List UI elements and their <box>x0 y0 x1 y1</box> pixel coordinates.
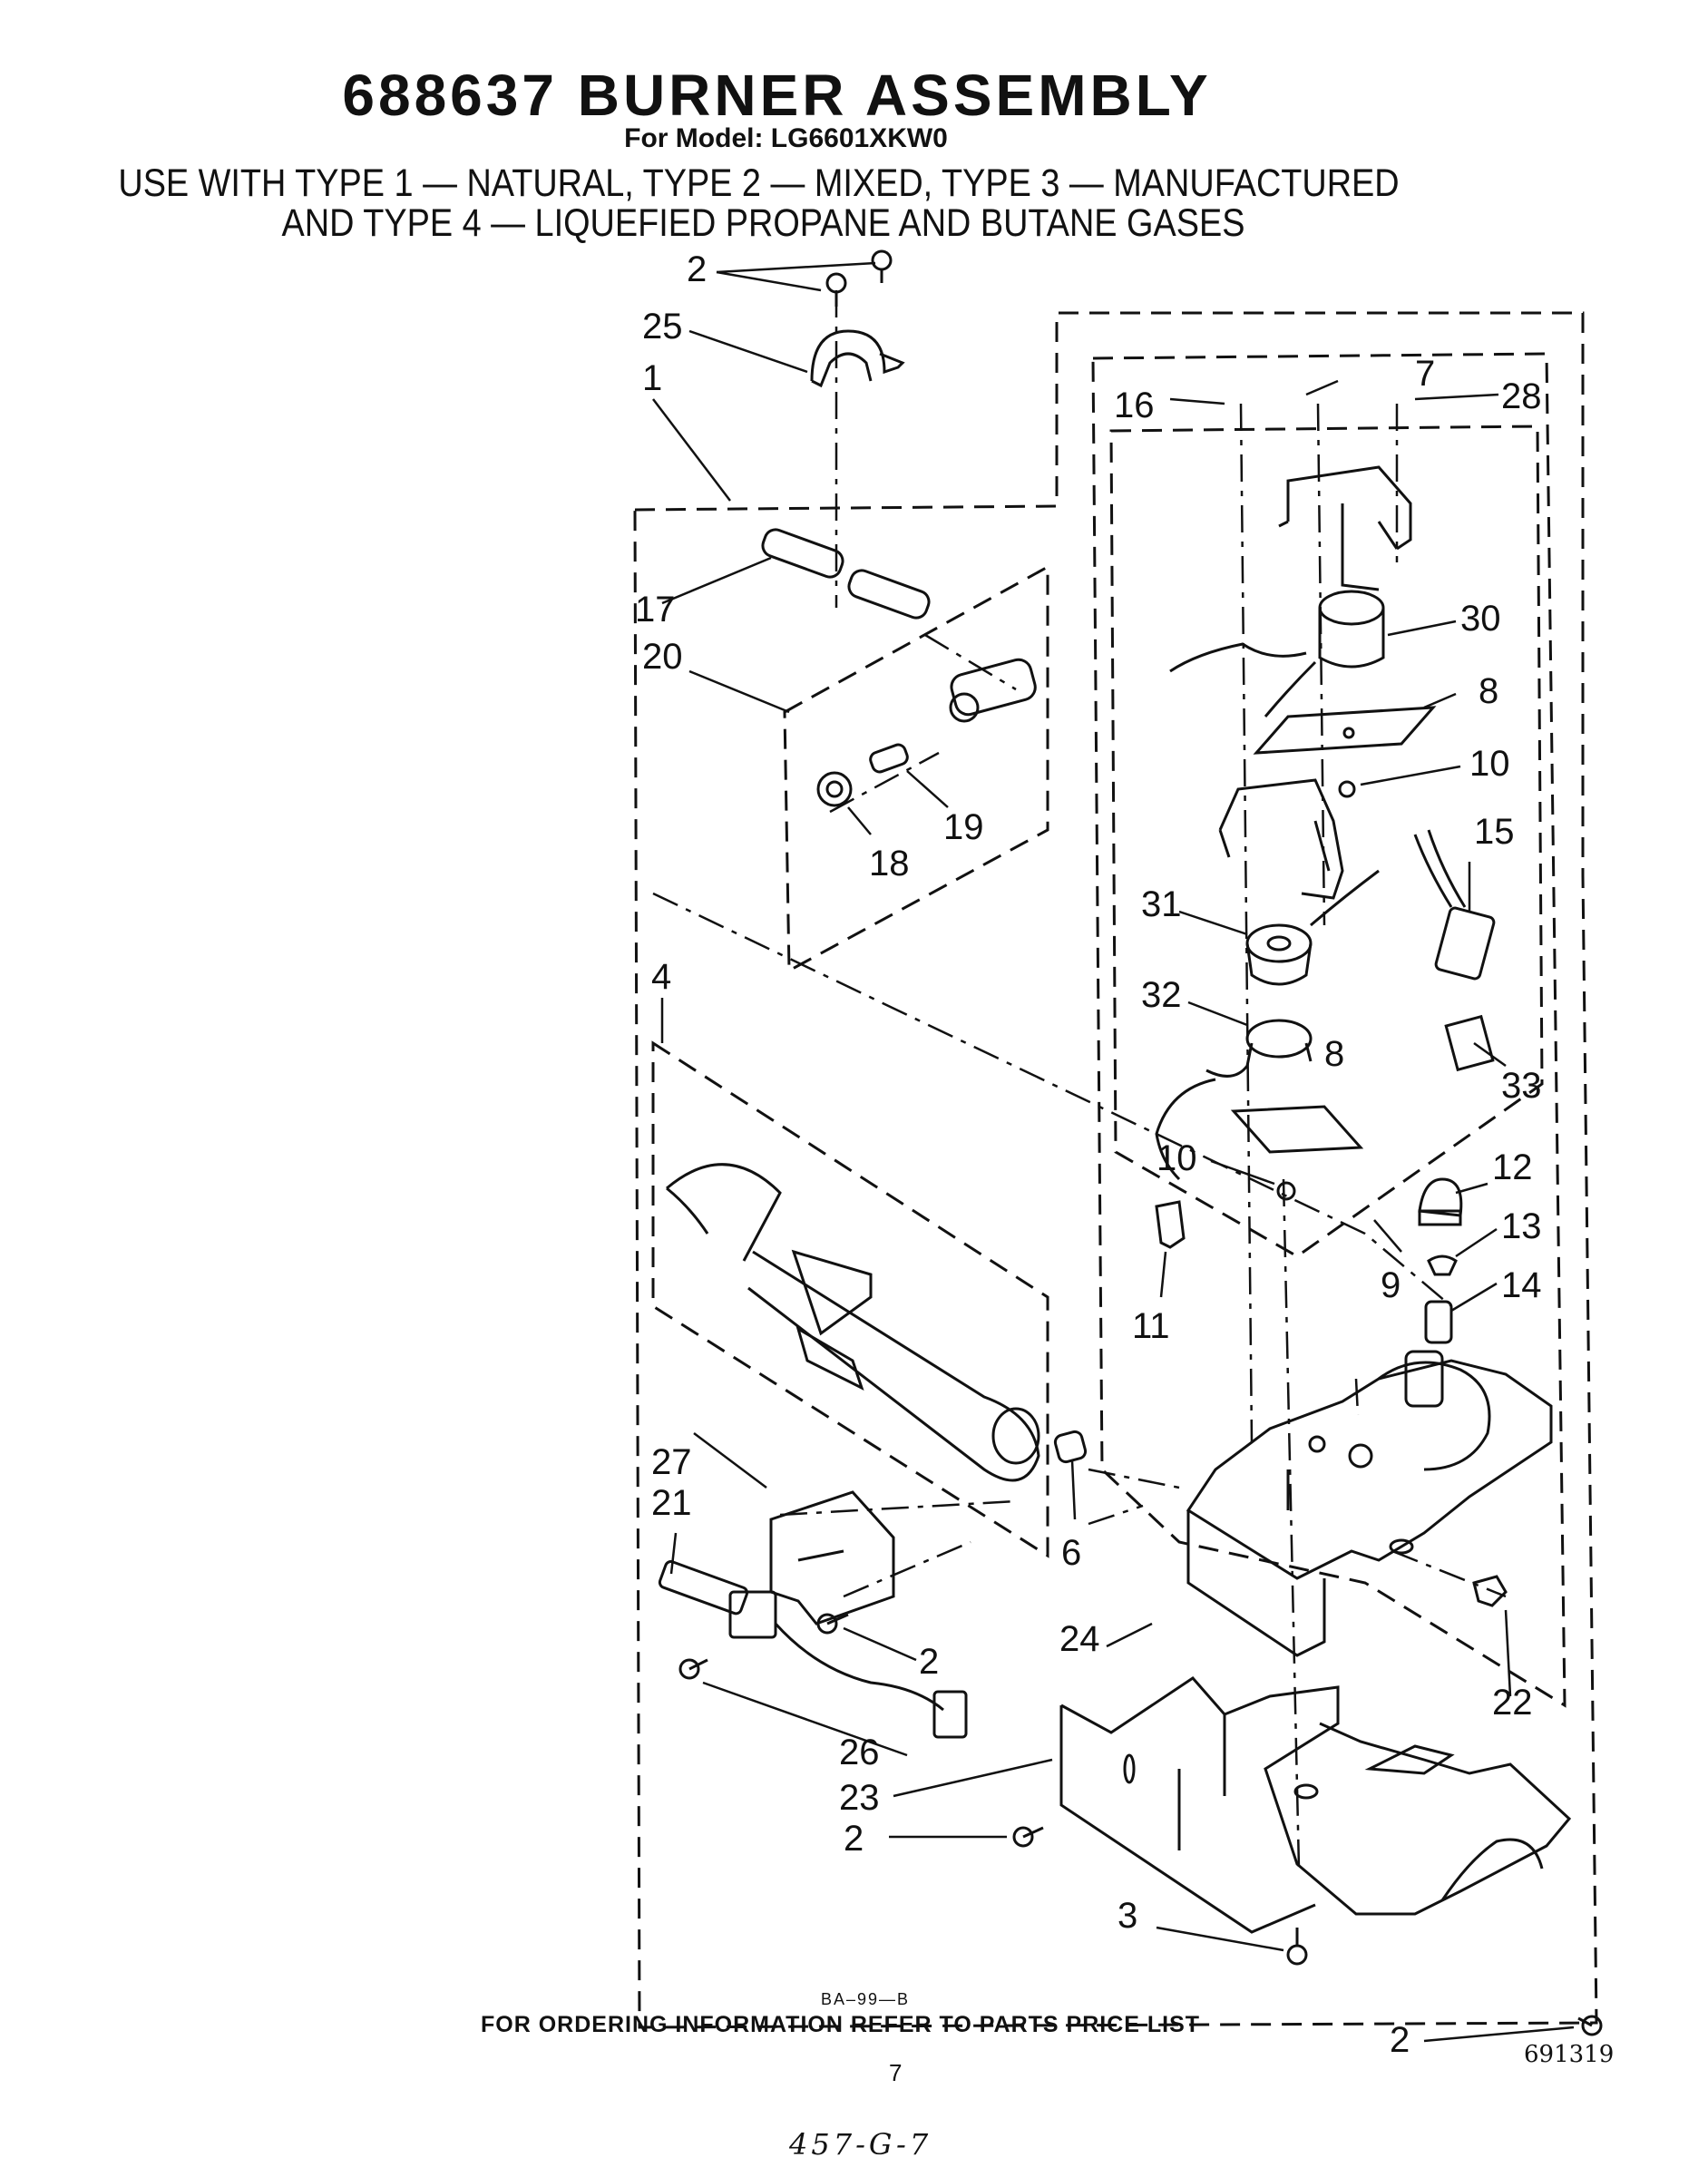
callout-17: 17 <box>635 590 676 630</box>
coil-part-30 <box>1169 590 1385 718</box>
manifold-tube-part <box>761 528 931 620</box>
gasket-part <box>1253 706 1437 755</box>
model-subtitle: For Model: LG6601XKW0 <box>624 123 948 153</box>
callout-10: 10 <box>1469 744 1510 784</box>
terminal-part-11 <box>1155 1200 1186 1249</box>
mid-bracket-part <box>1218 778 1344 900</box>
plug-part-12 <box>1418 1177 1463 1226</box>
callout-26: 26 <box>839 1733 880 1772</box>
handwritten-note: 457-G-7 <box>789 2127 932 2162</box>
callout-13: 13 <box>1501 1206 1542 1246</box>
burner-group-box <box>651 1040 1049 1558</box>
diagram-code: BA–99—B <box>821 1990 911 2008</box>
callout-27: 27 <box>651 1442 692 1482</box>
orifice-fitting-part <box>816 658 1037 807</box>
callout-31: 31 <box>1141 884 1182 924</box>
mounting-bracket-part <box>1059 1676 1572 1934</box>
spring-part-14 <box>1424 1300 1453 1344</box>
callout-9: 9 <box>1381 1265 1401 1305</box>
o-ring-part <box>1338 780 1356 798</box>
callout-18: 18 <box>869 844 910 883</box>
coil-bracket-part <box>1278 465 1412 591</box>
fitting-part-6 <box>1053 1430 1088 1464</box>
callout-2c: 2 <box>844 1819 864 1859</box>
valve-group-boundary <box>1091 352 1566 1708</box>
coil-part-32 <box>1155 1019 1313 1181</box>
connector-part-15 <box>1413 829 1496 981</box>
callout-2: 2 <box>687 249 707 289</box>
screw-parts-lower <box>678 1613 1603 2036</box>
callout-2d: 2 <box>1390 2020 1410 2060</box>
callout-22: 22 <box>1492 1683 1533 1723</box>
callout-7: 7 <box>1415 354 1435 394</box>
burner-tube-part <box>666 1163 1040 1482</box>
gas-usage-line-1: USE WITH TYPE 1 — NATURAL, TYPE 2 — MIXE… <box>118 161 1400 205</box>
callout-21: 21 <box>651 1483 692 1523</box>
callout-12: 12 <box>1492 1147 1533 1187</box>
callout-10-lower: 10 <box>1157 1138 1197 1178</box>
ordering-note: FOR ORDERING INFORMATION REFER TO PARTS … <box>481 2012 1201 2037</box>
callout-4: 4 <box>651 957 671 997</box>
callout-23: 23 <box>839 1778 880 1818</box>
screw-part-13 <box>1427 1254 1458 1276</box>
callout-labels: 2 25 1 17 20 19 18 4 16 7 28 30 8 10 15 … <box>635 249 1542 2060</box>
catalog-number: 691319 <box>1524 2041 1615 2068</box>
gasket-part-lower <box>1230 1105 1364 1154</box>
igniter-part-21 <box>658 1560 968 1739</box>
callout-8: 8 <box>1479 671 1498 711</box>
callout-6: 6 <box>1061 1533 1081 1573</box>
callout-30: 30 <box>1460 599 1501 639</box>
clamp-part <box>810 329 905 388</box>
callout-8-lower: 8 <box>1324 1034 1344 1074</box>
callout-25: 25 <box>642 307 683 347</box>
callout-20: 20 <box>642 637 683 677</box>
callout-16: 16 <box>1114 386 1155 425</box>
gas-usage-line-2: AND TYPE 4 — LIQUEFIED PROPANE AND BUTAN… <box>281 201 1245 245</box>
callout-1: 1 <box>642 358 662 398</box>
terminal-part-33 <box>1444 1014 1495 1072</box>
assembly-boundary <box>633 311 1598 2029</box>
callout-24: 24 <box>1059 1619 1100 1659</box>
plug-part-22 <box>1472 1575 1508 1607</box>
page-number: 7 <box>889 2059 903 2086</box>
leader-lines <box>652 261 1575 2043</box>
page-title: 688637 BURNER ASSEMBLY <box>342 63 1212 128</box>
callout-2b: 2 <box>919 1642 939 1682</box>
callout-14: 14 <box>1501 1265 1542 1305</box>
callout-11: 11 <box>1132 1306 1170 1346</box>
callout-19: 19 <box>943 807 984 847</box>
valve-body-part <box>1186 1350 1553 1657</box>
coil-group-boundary <box>1109 425 1544 1258</box>
callout-28: 28 <box>1501 376 1542 416</box>
coil-part-31 <box>1245 869 1380 986</box>
screw-part <box>825 249 893 307</box>
orifice-group-box <box>783 564 1049 973</box>
callout-33: 33 <box>1501 1066 1542 1106</box>
callout-32: 32 <box>1141 975 1182 1015</box>
callout-3: 3 <box>1118 1896 1137 1936</box>
callout-15: 15 <box>1474 812 1515 852</box>
